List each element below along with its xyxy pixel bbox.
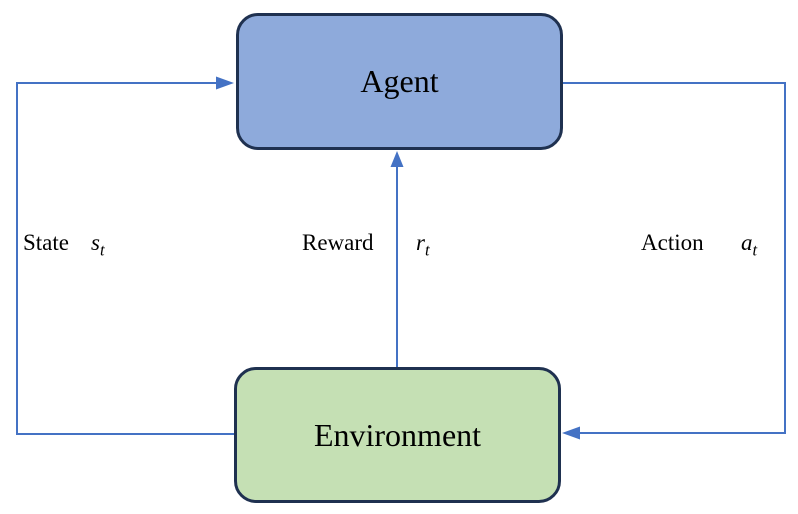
agent-node-label: Agent	[360, 63, 439, 99]
environment-node-label: Environment	[313, 416, 482, 453]
action-variable: at	[741, 230, 757, 258]
state-variable-subscript: t	[99, 240, 105, 260]
state-word: State	[23, 230, 69, 255]
reward-arrowhead-icon	[390, 151, 404, 167]
action-variable-subscript: t	[752, 240, 758, 260]
reward-word: Reward	[302, 230, 374, 255]
reward-edge-label: Reward	[302, 230, 374, 256]
state-edge-label: State	[23, 230, 69, 256]
agent-node: Agent	[236, 13, 563, 150]
state-arrowhead-icon	[216, 76, 234, 90]
state-variable-symbol: s	[91, 230, 100, 255]
environment-node: Environment	[234, 367, 561, 503]
reward-variable-symbol: r	[416, 230, 425, 255]
state-arrow-line	[16, 82, 234, 435]
reward-variable-subscript: t	[424, 240, 430, 260]
action-word: Action	[641, 230, 704, 255]
state-variable: st	[91, 230, 105, 258]
reward-variable: rt	[416, 230, 430, 258]
action-edge-label: Action	[641, 230, 704, 256]
action-arrowhead-icon	[562, 426, 580, 440]
action-variable-symbol: a	[741, 230, 753, 255]
